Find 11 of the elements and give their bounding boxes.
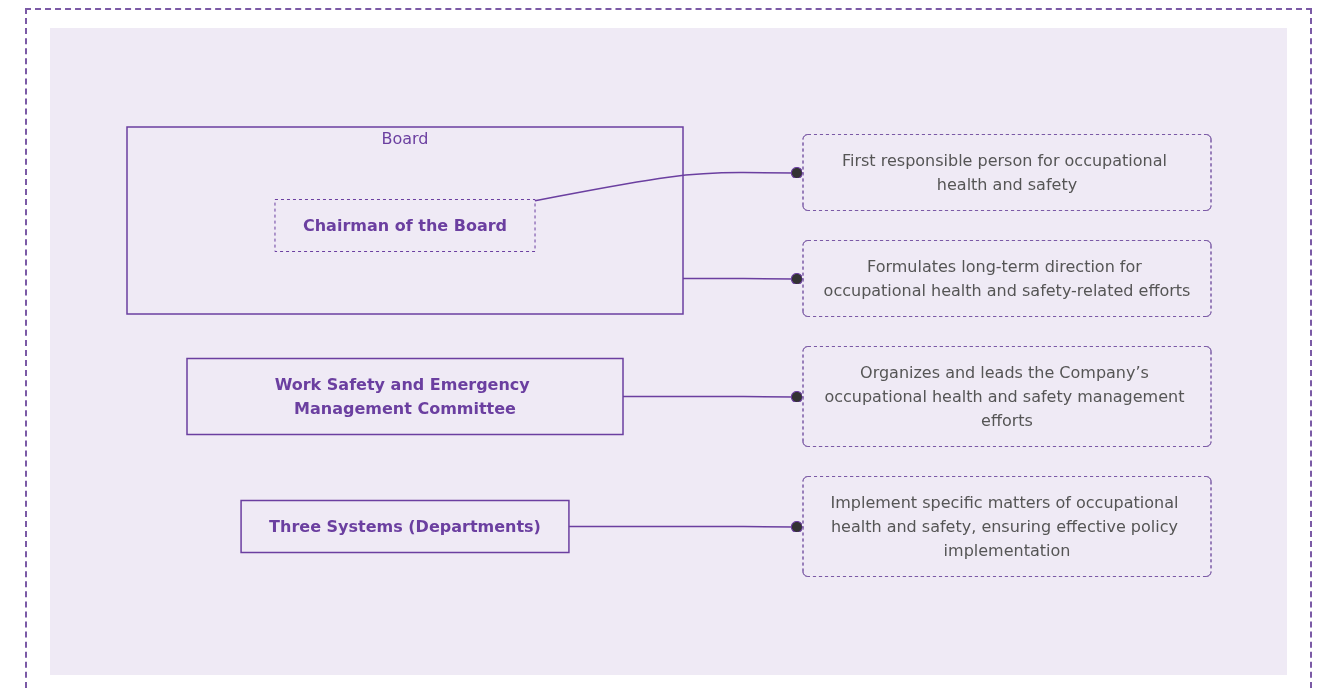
connector — [621, 390, 804, 403]
node-box: Three Systems (Departments) — [239, 499, 570, 553]
connector — [533, 166, 804, 202]
node-text: Implement specific matters of occupational health and safety, ensuring effective policy implementation — [830, 492, 1178, 560]
node-text: First responsible person for occupational health and safety — [841, 150, 1167, 194]
node-text: Organizes and leads the Company’s occupational health and safety management efforts — [823, 362, 1184, 430]
connector — [567, 520, 804, 533]
node-box: Chairman of the Board — [274, 198, 535, 252]
node-box: Work Safety and Emergency Management Committee — [185, 357, 624, 435]
node-text: Formulates long-term direction for occupational health and safety-related efforts — [823, 256, 1190, 300]
connector — [681, 272, 804, 285]
